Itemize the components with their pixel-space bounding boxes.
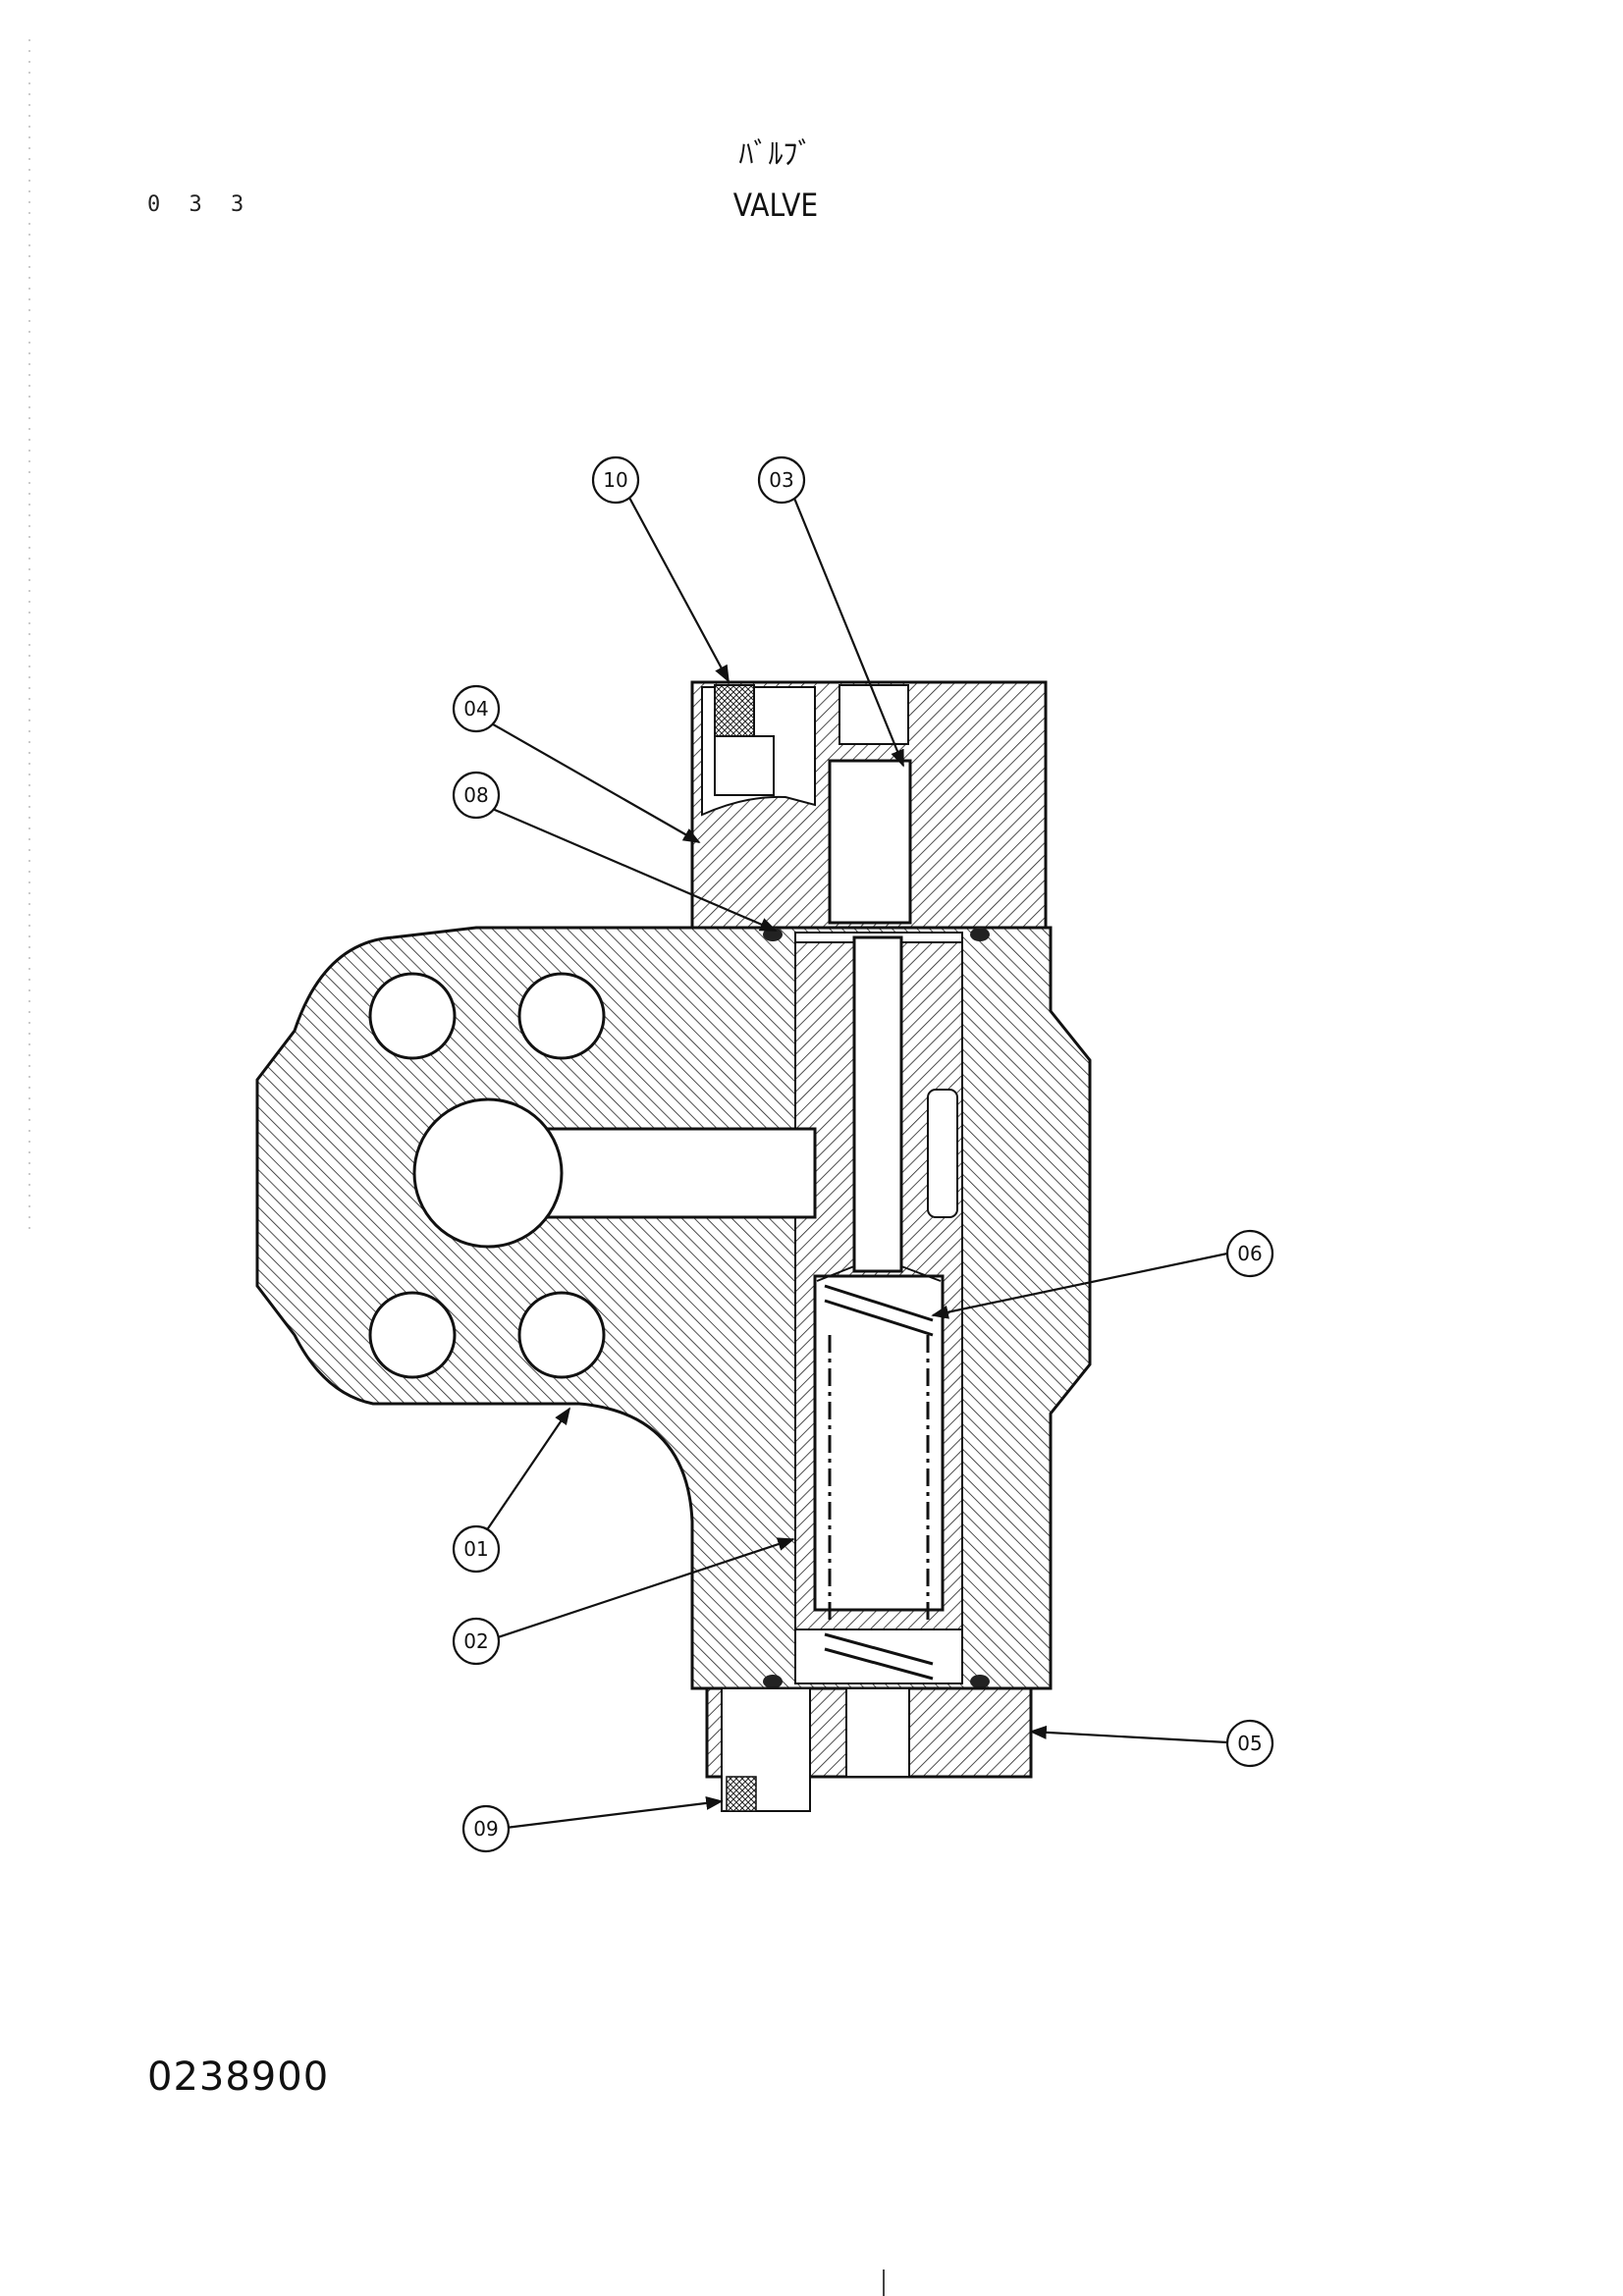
spring [824,1284,934,1681]
callout-circle-06 [1225,1229,1274,1278]
callout-01: 01 [463,1537,488,1561]
callout-04: 04 [463,697,488,721]
callout-circle-05 [1225,1719,1274,1768]
callout-09: 09 [473,1817,498,1841]
drawing-number: 0238900 [147,2055,330,2100]
callout-circle-03 [757,455,806,505]
bolt-hole-2 [517,972,606,1060]
bolt-hole-1 [368,972,457,1060]
title-english: VALVE [732,187,819,224]
callout-10: 10 [603,468,627,492]
callout-circle-04 [452,684,501,733]
bolt-hole-4 [517,1291,606,1379]
callout-circle-10 [591,455,640,505]
page-number: 0 3 3 [147,192,252,217]
callout-circle-09 [461,1804,511,1853]
spool-stem [852,935,903,1273]
callout-circle-08 [452,771,501,820]
callout-circle-01 [452,1524,501,1574]
cap-screw-10 [714,684,755,737]
callout-08: 08 [463,783,488,807]
port-large [412,1097,564,1249]
spool-head-03 [828,759,912,925]
callout-03: 03 [769,468,793,492]
callout-06: 06 [1237,1242,1262,1265]
callout-05: 05 [1237,1732,1262,1755]
o-rings [763,928,990,1688]
callout-circle-02 [452,1617,501,1666]
bolt-hole-3 [368,1291,457,1379]
callout-02: 02 [463,1629,488,1653]
title-japanese: ﾊﾞﾙﾌﾞ [738,137,813,172]
